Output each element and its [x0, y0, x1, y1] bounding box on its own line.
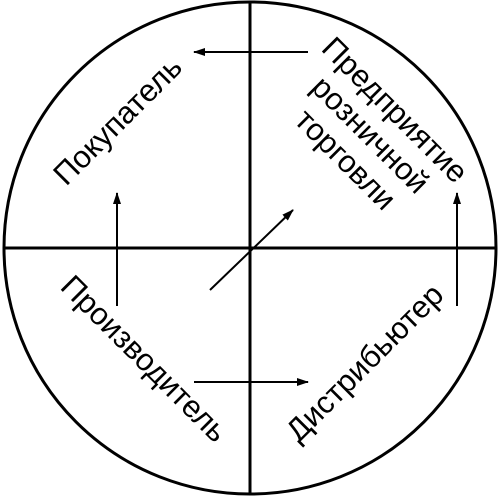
label-producer: Производитель [54, 268, 235, 449]
label-retailer: Предприятие розничной торговли [288, 30, 475, 217]
arrow-producer-to-retailer-diagonal [209, 209, 294, 291]
label-buyer: Покупатель [46, 49, 189, 192]
